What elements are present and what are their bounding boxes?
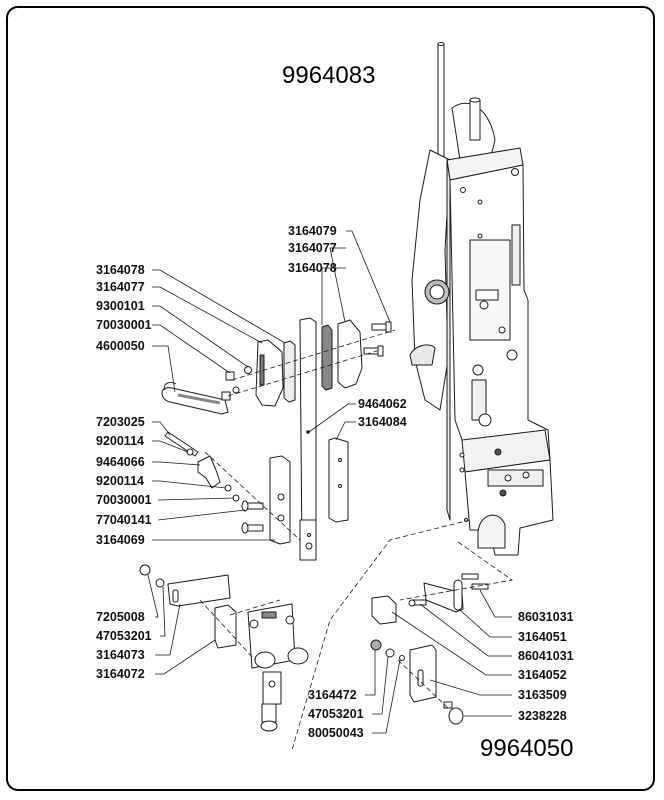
block-3164052 [371,595,397,625]
part-label: 3164472 [308,688,357,702]
part-label: 9464062 [358,397,407,411]
part-label: 80050043 [308,726,364,740]
screw-86031031-a [461,573,479,580]
bar-foot [299,519,317,561]
part-label: 9200114 [96,434,144,448]
part-label: 77040141 [96,513,152,527]
part-label: 4600050 [96,339,145,353]
part-label: 47053201 [308,707,364,721]
gear [424,279,450,305]
part-label: 9300101 [96,299,145,313]
plate-3164072 [214,604,237,649]
drawing-frame [6,6,655,791]
pin-77040141-lower [241,522,264,534]
washer-upper [244,366,252,374]
nut-3164472 [370,639,382,651]
washer-lower [232,386,240,394]
bracket-3164073 [167,574,231,607]
carriage-assembly [247,603,309,732]
pin-86041031 [408,599,427,607]
wrench-part [161,381,229,415]
knob-3238228 [443,701,464,725]
lower-assembly-number: 9964050 [480,735,574,762]
nut-upper [225,371,235,381]
vertical-bar [299,317,317,557]
carrier-plate-right [337,319,363,389]
part-label: 3164052 [518,668,567,682]
shim-right [321,324,333,391]
part-label: 3164073 [96,648,145,662]
part-label: 3164077 [288,241,337,255]
part-label: 3164078 [96,263,145,277]
spacer-block [328,437,349,523]
main-housing-assembly [409,42,554,556]
part-label: 86041031 [518,649,574,663]
screw-upper [371,321,392,333]
nut-lower [221,391,231,401]
washer-47053201-left [155,578,165,588]
part-label: 9200114 [96,474,144,488]
part-label: 3164069 [96,533,145,547]
part-label: 3164078 [288,261,337,275]
spacer-80050043 [399,655,405,661]
part-label: 3164072 [96,667,145,681]
shim-left [283,340,296,403]
part-label: 70030001 [96,318,152,332]
upper-assembly-number: 9964083 [282,62,376,89]
part-label: 3238228 [518,709,567,723]
lever-knob [409,344,436,366]
part-label: 9464066 [96,455,145,469]
part-label: 3163509 [518,688,567,702]
part-label: 47053201 [96,629,152,643]
part-label: 7203025 [96,415,145,429]
screw-lower [363,345,384,357]
screw-7205008 [139,564,151,576]
part-label: 3164084 [358,415,407,429]
part-label: 3164051 [518,630,567,644]
part-label: 3164079 [288,224,337,238]
washer-47053201-right [385,648,395,658]
pin-77040141-upper [241,500,264,512]
part-label: 3164077 [96,280,145,294]
clamp-bar [487,469,544,487]
part-label: 70030001 [96,493,152,507]
lever-block-9464066 [197,455,221,489]
side-lever [411,149,451,411]
screw-86031031-b [471,583,489,590]
part-label: 7205008 [96,610,145,624]
part-label: 86031031 [518,610,574,624]
